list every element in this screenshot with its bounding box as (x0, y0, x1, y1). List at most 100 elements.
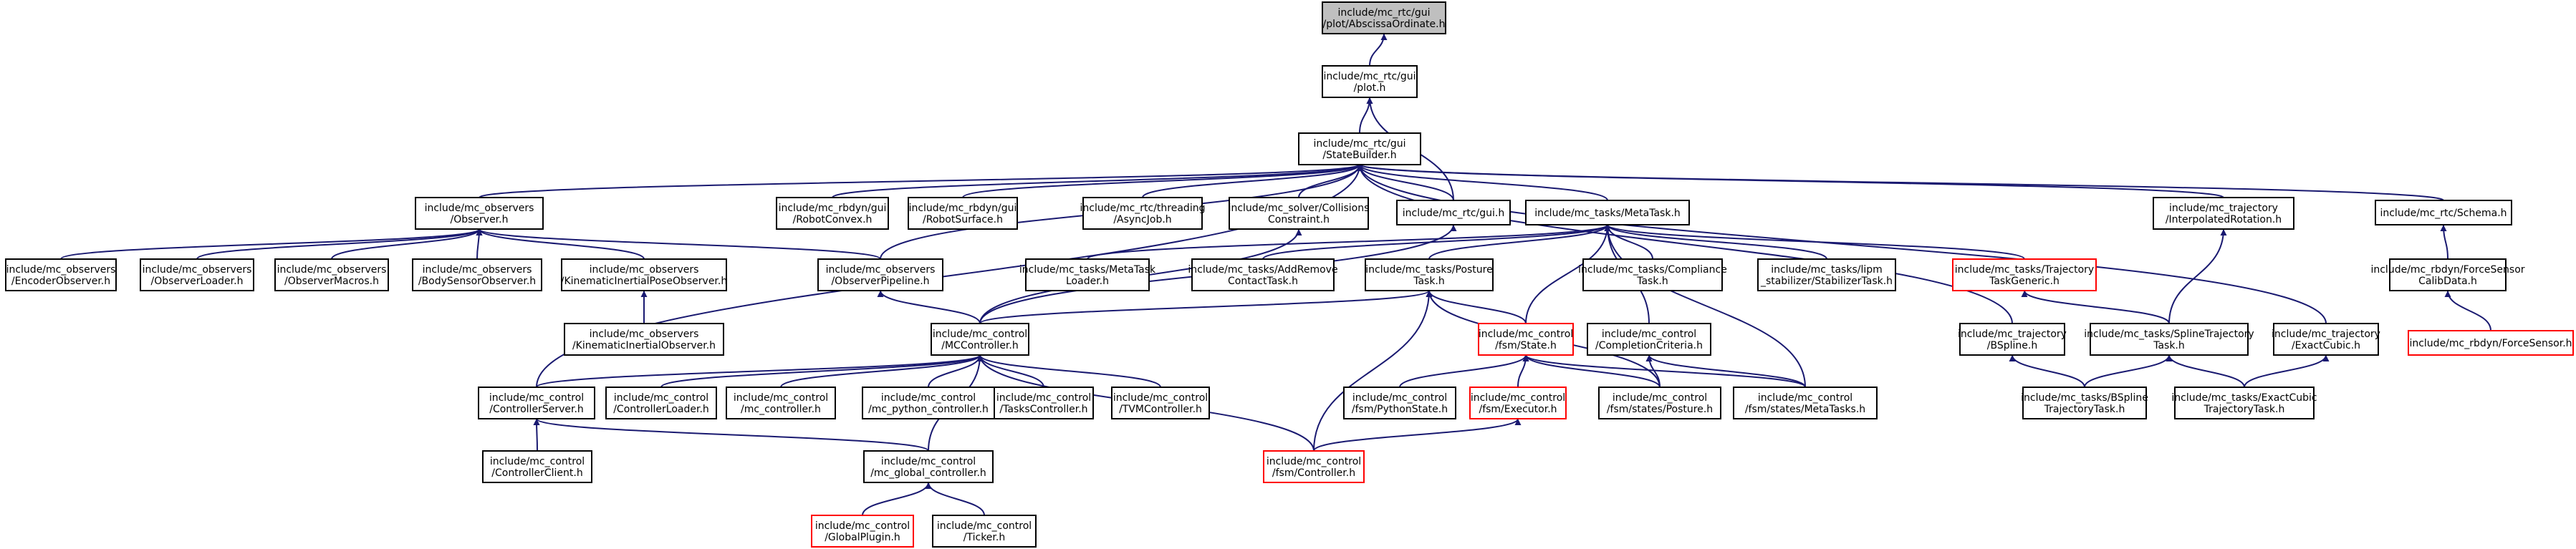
edge-metaloader-to-metatask (1087, 224, 1611, 260)
node-mcpython[interactable]: include/mc_control/mc_python_controller.… (862, 387, 995, 419)
node-box (1598, 387, 1721, 419)
node-label: include/mc_rbdyn/ForceSensor (2370, 264, 2524, 276)
node-box (2153, 197, 2294, 230)
edge-ctlserver-to-mccontroller (536, 354, 984, 388)
node-exactcubic[interactable]: include/mc_trajectory/ExactCubic.h (2272, 323, 2380, 356)
node-box (1478, 323, 1574, 356)
node-plot[interactable]: include/mc_rtc/gui/plot.h (1322, 65, 1418, 98)
node-box (776, 197, 889, 230)
node-interprot[interactable]: include/mc_trajectory/InterpolatedRotati… (2153, 197, 2294, 230)
edge-exactcubic-to-statebuilder (1356, 164, 2327, 324)
node-label: /InterpolatedRotation.h (2166, 214, 2282, 225)
node-label: include/mc_rbdyn/gui (909, 203, 1017, 214)
node-bspline[interactable]: include/mc_trajectory/BSpline.h (1958, 323, 2067, 356)
node-label: /fsm/PythonState.h (1352, 404, 1448, 415)
node-statesmeta[interactable]: include/mc_control/fsm/states/MetaTasks.… (1733, 387, 1878, 419)
node-tasksctl[interactable]: include/mc_control/TasksController.h (994, 387, 1094, 419)
node-pipeline[interactable]: include/mc_observers/ObserverPipeline.h (817, 258, 943, 291)
edge-posture-to-metatask (1428, 224, 1611, 260)
node-box (1365, 258, 1494, 291)
node-box (1587, 323, 1711, 356)
node-forcesensor[interactable]: include/mc_rbdyn/ForceSensor.h (2408, 330, 2574, 356)
node-obsloader[interactable]: include/mc_observers/ObserverLoader.h (140, 258, 254, 291)
node-ticker[interactable]: include/mc_control/Ticker.h (932, 515, 1037, 548)
node-box (1582, 258, 1723, 291)
node-box (1469, 387, 1567, 419)
node-ctlclient[interactable]: include/mc_control/ControllerClient.h (482, 450, 592, 483)
node-label: include/mc_control (815, 520, 910, 532)
node-label: include/mc_control (1479, 329, 1573, 340)
node-abscissa[interactable]: include/mc_rtc/gui/plot/AbscissaOrdinate… (1322, 1, 1446, 34)
node-box (274, 258, 389, 291)
node-label: include/mc_tasks/lipm (1771, 264, 1883, 276)
node-box (1263, 450, 1365, 483)
node-robotsurface[interactable]: include/mc_rbdyn/gui/RobotSurface.h (908, 197, 1018, 230)
node-label: /Ticker.h (963, 532, 1005, 543)
edge-asyncjob-to-statebuilder (1142, 164, 1363, 198)
node-ctlloader[interactable]: include/mc_control/ControllerLoader.h (605, 387, 717, 419)
node-globalplugin[interactable]: include/mc_control/GlobalPlugin.h (811, 515, 914, 548)
edge-schema-to-statebuilder (1357, 164, 2444, 201)
edge-robotsurface-to-statebuilder (962, 164, 1363, 198)
node-obsmacros[interactable]: include/mc_observers/ObserverMacros.h (274, 258, 389, 291)
node-statebuilder[interactable]: include/mc_rtc/gui/StateBuilder.h (1298, 132, 1421, 165)
edge-addremove-to-metatask (1262, 224, 1611, 260)
node-schema[interactable]: include/mc_rtc/Schema.h (2375, 200, 2512, 225)
node-stabilizer[interactable]: include/mc_tasks/lipm_stabilizer/Stabili… (1757, 258, 1896, 291)
node-label: /mc_controller.h (741, 404, 821, 415)
node-box (1959, 323, 2065, 356)
edge-obsmacros-to-observer (331, 228, 483, 260)
node-mccontroller[interactable]: include/mc_control/MCController.h (931, 323, 1029, 356)
node-box (1082, 197, 1203, 230)
node-label: /fsm/Controller.h (1272, 467, 1355, 479)
node-fsmstate[interactable]: include/mc_control/fsm/State.h (1478, 323, 1574, 356)
node-label: include/mc_rtc/Schema.h (2380, 208, 2507, 219)
node-statesposture[interactable]: include/mc_control/fsm/states/Posture.h (1598, 387, 1721, 419)
node-tvmctl[interactable]: include/mc_control/TVMController.h (1111, 387, 1210, 419)
node-globalctl[interactable]: include/mc_control/mc_global_controller.… (863, 450, 994, 483)
file-nodes: include/mc_rtc/gui/plot/AbscissaOrdinate… (5, 1, 2574, 548)
node-label: /StateBuilder.h (1322, 150, 1396, 161)
node-kinobs[interactable]: include/mc_observers/KinematicInertialOb… (564, 323, 724, 356)
node-label: /fsm/states/Posture.h (1607, 404, 1713, 415)
edge-statesposture-to-fsmstate (1522, 354, 1661, 388)
node-pythonstate[interactable]: include/mc_control/fsm/PythonState.h (1343, 387, 1456, 419)
node-fsmctl[interactable]: include/mc_control/fsm/Controller.h (1263, 450, 1365, 483)
node-label: /RobotSurface.h (923, 214, 1003, 225)
node-ctlserver[interactable]: include/mc_control/ControllerServer.h (478, 387, 595, 419)
node-label: CalibData.h (2418, 276, 2477, 287)
node-kinpose[interactable]: include/mc_observers/KinematicInertialPo… (561, 258, 727, 291)
node-label: /KinematicInertialPoseObserver.h (561, 276, 727, 287)
node-exactcubictraj[interactable]: include/mc_tasks/ExactCubicTrajectoryTas… (2171, 387, 2317, 419)
node-observer[interactable]: include/mc_observers/Observer.h (415, 197, 544, 230)
node-robotconvex[interactable]: include/mc_rbdyn/gui/RobotConvex.h (776, 197, 889, 230)
node-encoder[interactable]: include/mc_observers/EncoderObserver.h (5, 258, 117, 291)
node-label: include/mc_control (1602, 329, 1696, 340)
edge-fsmstate-to-metatask (1525, 224, 1611, 324)
node-box (817, 258, 943, 291)
node-mcctl[interactable]: include/mc_control/mc_controller.h (726, 387, 836, 419)
node-box (1191, 258, 1335, 291)
node-bodysensor[interactable]: include/mc_observers/BodySensorObserver.… (412, 258, 542, 291)
edge-exactcubictraj-to-exactcubic (2244, 354, 2330, 388)
node-executor[interactable]: include/mc_control/fsm/Executor.h (1469, 387, 1567, 419)
node-label: include/mc_control (734, 392, 828, 404)
node-box (811, 515, 914, 548)
edge-plot-to-abscissa (1369, 33, 1388, 67)
node-label: Task.h (2153, 340, 2185, 351)
node-asyncjob[interactable]: include/mc_rtc/threading/AsyncJob.h (1080, 197, 1206, 230)
node-label: /fsm/Executor.h (1479, 404, 1557, 415)
node-metatask[interactable]: include/mc_tasks/MetaTask.h (1525, 200, 1690, 225)
node-completion[interactable]: include/mc_control/CompletionCriteria.h (1587, 323, 1711, 356)
edge-splinetraj-to-interprot (2168, 228, 2227, 324)
node-guih[interactable]: include/mc_rtc/gui.h (1396, 200, 1511, 225)
